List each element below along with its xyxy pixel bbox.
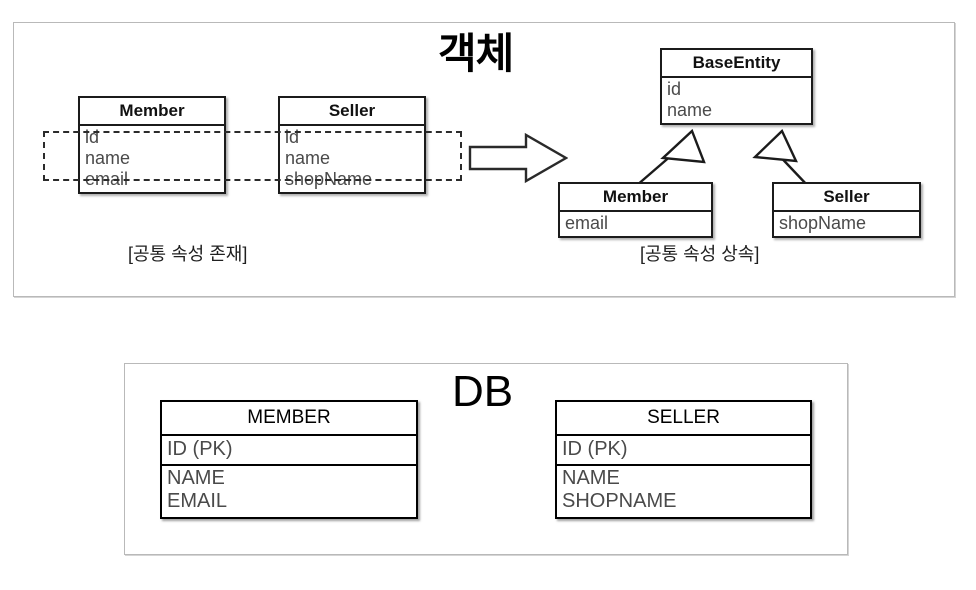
common-attributes-highlight-box (43, 131, 462, 181)
uml-class-member-after: Member email (558, 182, 713, 238)
uml-class-name: Seller (280, 98, 424, 126)
uml-class-name: Member (560, 184, 711, 212)
uml-attribute: shopName (285, 168, 373, 189)
db-column: NAME (562, 467, 620, 489)
db-section-title: DB (452, 367, 514, 416)
uml-attribute: name (667, 99, 713, 120)
uml-attribute: email (85, 168, 129, 189)
db-table-seller: SELLER ID (PK) NAME SHOPNAME (555, 400, 812, 519)
uml-attribute: email (565, 213, 609, 233)
uml-attribute-list: email (560, 212, 711, 236)
caption-common-attributes-inherited: [공통 속성 상속] (640, 244, 760, 264)
db-table-name: MEMBER (162, 402, 416, 436)
db-column-list: NAME SHOPNAME (557, 466, 810, 517)
uml-attribute: id (667, 79, 682, 99)
uml-class-baseentity: BaseEntity id name (660, 48, 813, 125)
db-column-list: NAME EMAIL (162, 466, 416, 517)
transform-arrow-icon (468, 132, 568, 184)
uml-class-name: BaseEntity (662, 50, 811, 78)
uml-attribute: shopName (779, 213, 867, 233)
uml-class-name: Seller (774, 184, 919, 212)
uml-attribute: name (85, 147, 131, 168)
db-column: NAME (167, 467, 225, 489)
db-table-member: MEMBER ID (PK) NAME EMAIL (160, 400, 418, 519)
db-primary-key: ID (PK) (162, 436, 416, 466)
uml-class-seller-after: Seller shopName (772, 182, 921, 238)
db-column: SHOPNAME (562, 489, 677, 512)
caption-common-attributes-exist: [공통 속성 존재] (128, 244, 248, 264)
db-column: EMAIL (167, 489, 228, 512)
object-section-title: 객체 (438, 30, 514, 77)
uml-class-name: Member (80, 98, 224, 126)
db-primary-key: ID (PK) (557, 436, 810, 466)
db-table-name: SELLER (557, 402, 810, 436)
uml-attribute: name (285, 147, 331, 168)
uml-attribute-list: shopName (774, 212, 919, 236)
generalization-connectors (635, 128, 809, 187)
uml-attribute-list: id name (662, 78, 811, 123)
